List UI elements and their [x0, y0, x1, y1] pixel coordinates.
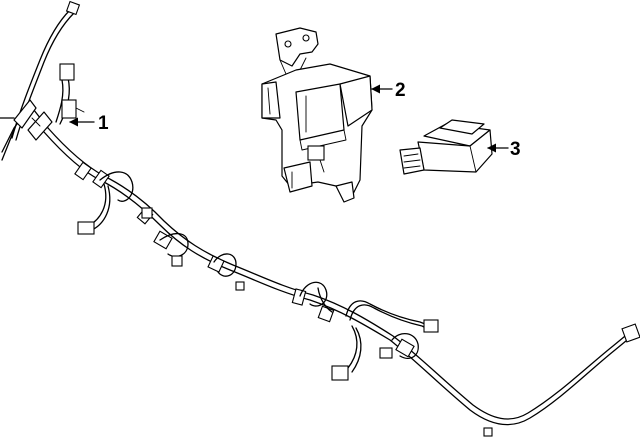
connector-small-3 [235, 281, 245, 291]
harness-clip-4 [153, 230, 173, 250]
connector-small-2 [171, 255, 183, 267]
harness-grommet [13, 99, 53, 141]
callout-1-label: 1 [98, 113, 109, 134]
connector-small-1 [141, 207, 153, 219]
connector-end-right [621, 323, 640, 343]
callout-3: 3 [487, 139, 521, 160]
bracket-window [307, 145, 325, 161]
connector-top [65, 0, 81, 16]
connector-lower-left [331, 365, 349, 381]
connector-small-4 [379, 347, 393, 359]
bracket-bolt-hole-1 [284, 40, 292, 48]
sensor-module [399, 119, 493, 175]
callout-3-label: 3 [510, 139, 521, 160]
harness-clip-6 [291, 288, 307, 306]
module-bracket [261, 27, 373, 203]
callout-1: 1 [69, 113, 109, 134]
bracket-bolt-hole-2 [302, 34, 310, 42]
callout-2-label: 2 [395, 80, 406, 101]
connector-mid-pigtail [61, 99, 77, 119]
connector-right-upper [423, 319, 439, 333]
callout-2: 2 [371, 80, 406, 101]
connector-end-bottom [483, 427, 493, 437]
harness-clip-1 [74, 161, 92, 181]
harness-clip-8 [395, 338, 415, 358]
connector-branch-left [77, 221, 95, 235]
connector-upper-pigtail [59, 63, 75, 81]
harness-clip-5 [207, 255, 225, 273]
